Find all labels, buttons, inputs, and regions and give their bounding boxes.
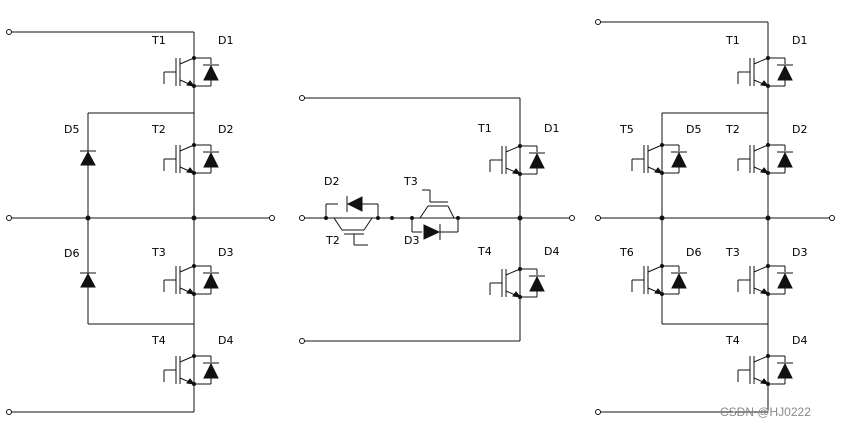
label-t4: T4 bbox=[151, 334, 166, 347]
label-t3: T3 bbox=[403, 175, 418, 188]
t-type-diagram: D2 T2 T3 D3 T1 D1 T4 D4 bbox=[299, 95, 575, 344]
diode-symbol bbox=[203, 362, 219, 379]
anpc-diagram: T1 D1 T2 D2 T3 D3 T4 D4 T5 D5 T6 D6 bbox=[595, 19, 835, 415]
igbt-with-diode bbox=[737, 258, 793, 302]
dc-positive-terminal bbox=[299, 95, 305, 101]
npc-cell-1: T1 D1 bbox=[151, 34, 233, 94]
anpc-cell-1: T1 D1 bbox=[725, 34, 807, 94]
igbt-with-diode bbox=[163, 50, 219, 94]
label-t6: T6 bbox=[619, 246, 634, 259]
t-type-cell-1: T1 D1 bbox=[477, 122, 559, 182]
neutral-terminal bbox=[6, 215, 12, 221]
ac-output-terminal bbox=[569, 215, 575, 221]
label-d6: D6 bbox=[686, 246, 701, 259]
neutral-terminal bbox=[595, 215, 601, 221]
label-t1: T1 bbox=[725, 34, 740, 47]
label-d1: D1 bbox=[544, 122, 559, 135]
label-d2: D2 bbox=[218, 123, 233, 136]
diode-symbol bbox=[671, 151, 687, 168]
t-type-cell-4: T4 D4 bbox=[477, 245, 559, 305]
anpc-cell-6: T6 D6 bbox=[619, 246, 701, 302]
dc-negative-terminal bbox=[6, 409, 12, 415]
diode-symbol bbox=[671, 272, 687, 289]
label-t1: T1 bbox=[151, 34, 166, 47]
anpc-cell-2: T2 D2 bbox=[725, 123, 807, 181]
diode-symbol bbox=[777, 151, 793, 168]
igbt-with-diode bbox=[631, 137, 687, 181]
dc-positive-terminal bbox=[595, 19, 601, 25]
label-d3: D3 bbox=[404, 234, 419, 247]
label-t5: T5 bbox=[619, 123, 634, 136]
label-d1: D1 bbox=[792, 34, 807, 47]
label-d5: D5 bbox=[686, 123, 701, 136]
igbt-with-diode bbox=[489, 261, 545, 305]
dc-negative-terminal bbox=[595, 409, 601, 415]
label-t3: T3 bbox=[725, 246, 740, 259]
label-t3: T3 bbox=[151, 246, 166, 259]
igbt-with-diode bbox=[163, 348, 219, 392]
label-t4: T4 bbox=[725, 334, 740, 347]
npc-cell-3: T3 D3 bbox=[151, 246, 233, 302]
dc-negative-terminal bbox=[299, 338, 305, 344]
igbt-with-diode bbox=[631, 258, 687, 302]
watermark: CSDN @HJ0222 bbox=[720, 405, 811, 419]
label-d2: D2 bbox=[792, 123, 807, 136]
label-t2: T2 bbox=[725, 123, 740, 136]
igbt-with-diode bbox=[489, 138, 545, 182]
label-d3: D3 bbox=[792, 246, 807, 259]
dc-positive-terminal bbox=[6, 29, 12, 35]
diode-symbol bbox=[777, 64, 793, 81]
label-t4: T4 bbox=[477, 245, 492, 258]
anpc-cell-3: T3 D3 bbox=[725, 246, 807, 302]
npc-cell-4: T4 D4 bbox=[151, 334, 233, 392]
label-d6: D6 bbox=[64, 247, 79, 260]
igbt-with-diode bbox=[737, 348, 793, 392]
igbt-with-diode bbox=[737, 50, 793, 94]
ac-output-terminal bbox=[829, 215, 835, 221]
neutral-terminal bbox=[299, 215, 305, 221]
label-t2: T2 bbox=[325, 234, 340, 247]
npc-diagram: D5 D6 T1 D1 T2 D2 T3 D3 T4 D4 bbox=[6, 29, 275, 415]
igbt-with-diode bbox=[163, 137, 219, 181]
ac-output-terminal bbox=[269, 215, 275, 221]
diode-symbol bbox=[777, 272, 793, 289]
anpc-cell-4: T4 D4 bbox=[725, 334, 807, 392]
label-d3: D3 bbox=[218, 246, 233, 259]
label-t2: T2 bbox=[151, 123, 166, 136]
igbt-with-diode bbox=[163, 258, 219, 302]
label-d4: D4 bbox=[218, 334, 233, 347]
diode-symbol bbox=[777, 362, 793, 379]
label-d2: D2 bbox=[324, 175, 339, 188]
diode-symbol bbox=[203, 272, 219, 289]
label-d4: D4 bbox=[792, 334, 807, 347]
igbt-with-diode bbox=[737, 137, 793, 181]
anpc-cell-5: T5 D5 bbox=[619, 123, 701, 181]
diode-symbol bbox=[529, 152, 545, 169]
npc-cell-2: T2 D2 bbox=[151, 123, 233, 181]
bidirectional-switch bbox=[324, 189, 460, 246]
label-t1: T1 bbox=[477, 122, 492, 135]
label-d1: D1 bbox=[218, 34, 233, 47]
diode-d5 bbox=[80, 150, 96, 166]
label-d5: D5 bbox=[64, 123, 79, 136]
label-d4: D4 bbox=[544, 245, 559, 258]
diode-symbol bbox=[203, 151, 219, 168]
diode-d6 bbox=[80, 272, 96, 288]
diode-symbol bbox=[529, 275, 545, 292]
diode-symbol bbox=[203, 64, 219, 81]
